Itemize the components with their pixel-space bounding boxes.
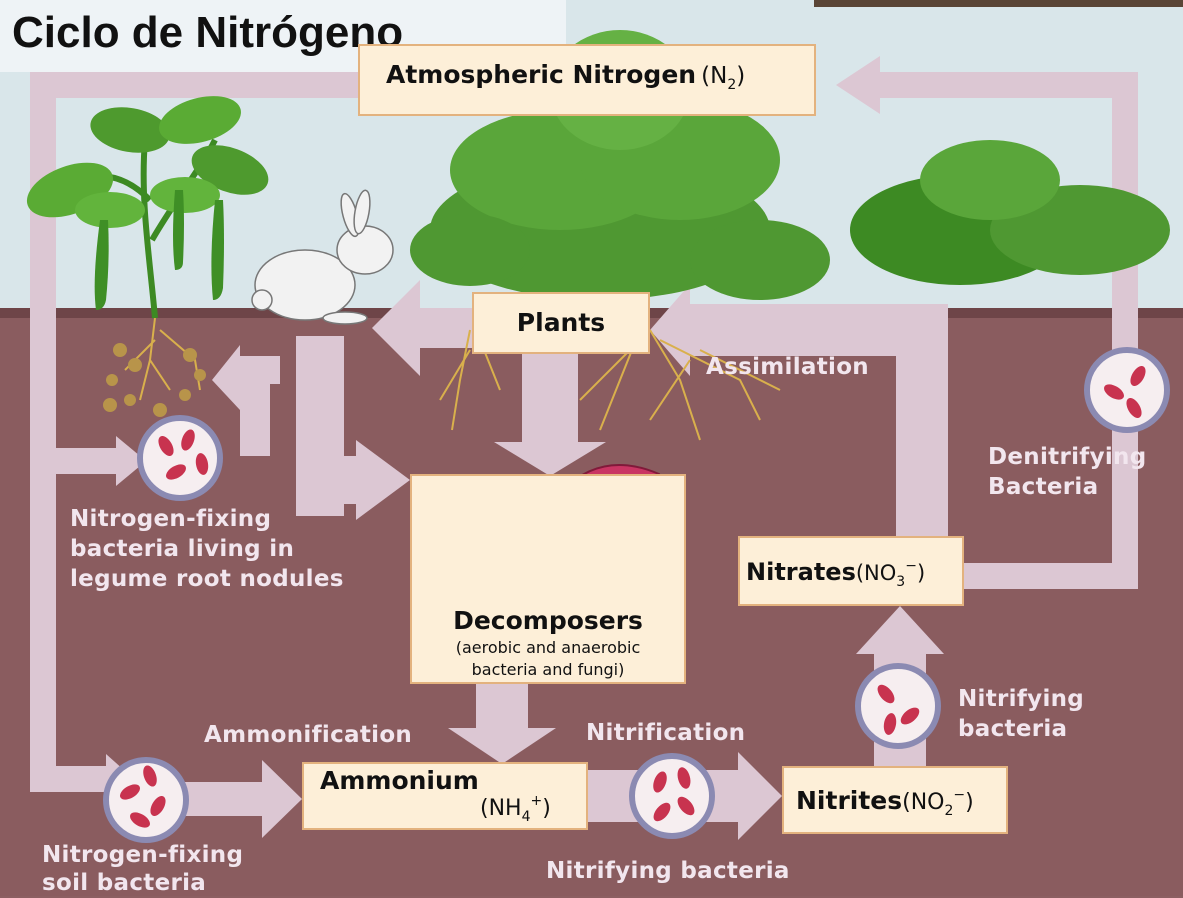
decomposers-label: Decomposers — [412, 606, 684, 635]
legume-bacteria-label-3: legume root nodules — [70, 564, 344, 594]
legume-plant — [20, 88, 276, 318]
nitrites-label: Nitrites — [796, 786, 902, 815]
nitrites-formula: (NO2−) — [902, 790, 974, 815]
denitrifying-label-1: Denitrifying — [988, 442, 1147, 472]
arrowhead-to-atmosphere — [836, 56, 880, 114]
soil-bacteria-label-1: Nitrogen-fixing — [42, 840, 243, 870]
decomposers-desc-2: bacteria and fungi) — [412, 660, 684, 679]
box-atmospheric-nitrogen: Atmospheric Nitrogen (N2) — [358, 44, 816, 116]
legume-bacteria-label-2: bacteria living in — [70, 534, 294, 564]
root-nodules — [103, 343, 206, 417]
arrowhead-to-rabbit — [372, 280, 420, 376]
nitrates-label: Nitrates — [746, 558, 856, 586]
box-nitrates: Nitrates(NO3−) — [738, 536, 964, 606]
box-ammonium: Ammonium (NH4+) — [302, 762, 588, 830]
nitrification-label: Nitrification — [586, 718, 745, 748]
box-nitrites: Nitrites(NO2−) — [782, 766, 1008, 834]
soil-bacteria-label-2: soil bacteria — [42, 868, 206, 898]
arrowhead-to-nitrates — [856, 606, 944, 654]
nitrifying-bacteria-bottom-label: Nitrifying bacteria — [546, 856, 790, 886]
arrowhead-to-nitrites — [738, 752, 782, 840]
legume-bacteria-label-1: Nitrogen-fixing — [70, 504, 271, 534]
arrowhead-soil-to-ammonium — [262, 760, 302, 838]
arrowhead-rabbit-to-decomposers — [356, 440, 410, 520]
box-decomposers: Decomposers (aerobic and anaerobic bacte… — [410, 474, 686, 684]
assimilation-label: Assimilation — [706, 352, 869, 382]
plants-label: Plants — [517, 308, 605, 337]
denitrifying-bacteria-icon — [1087, 350, 1167, 430]
ammonification-label: Ammonification — [204, 720, 412, 750]
denitrifying-label-2: Bacteria — [988, 472, 1098, 502]
rabbit — [252, 189, 393, 324]
arrow-atmos-left-top — [30, 72, 360, 98]
atmospheric-formula: (N2) — [701, 63, 745, 89]
atmospheric-nitrogen-label: Atmospheric Nitrogen — [386, 60, 696, 89]
nitrates-formula: (NO3−) — [856, 561, 925, 585]
box-plants: Plants — [472, 292, 650, 354]
nitrification-bacteria-icon — [632, 756, 712, 836]
ammonium-label: Ammonium — [320, 766, 479, 795]
nitrifying-bacteria-icon — [858, 666, 938, 746]
nitrifying-bacteria-label-1: Nitrifying — [958, 684, 1084, 714]
decomposers-desc-1: (aerobic and anaerobic — [412, 638, 684, 657]
nitrifying-bacteria-label-2: bacteria — [958, 714, 1067, 744]
legume-bacteria-icon — [140, 418, 220, 498]
arrowhead-to-ammonium — [448, 728, 556, 764]
ammonium-formula: (NH4+) — [480, 796, 551, 821]
